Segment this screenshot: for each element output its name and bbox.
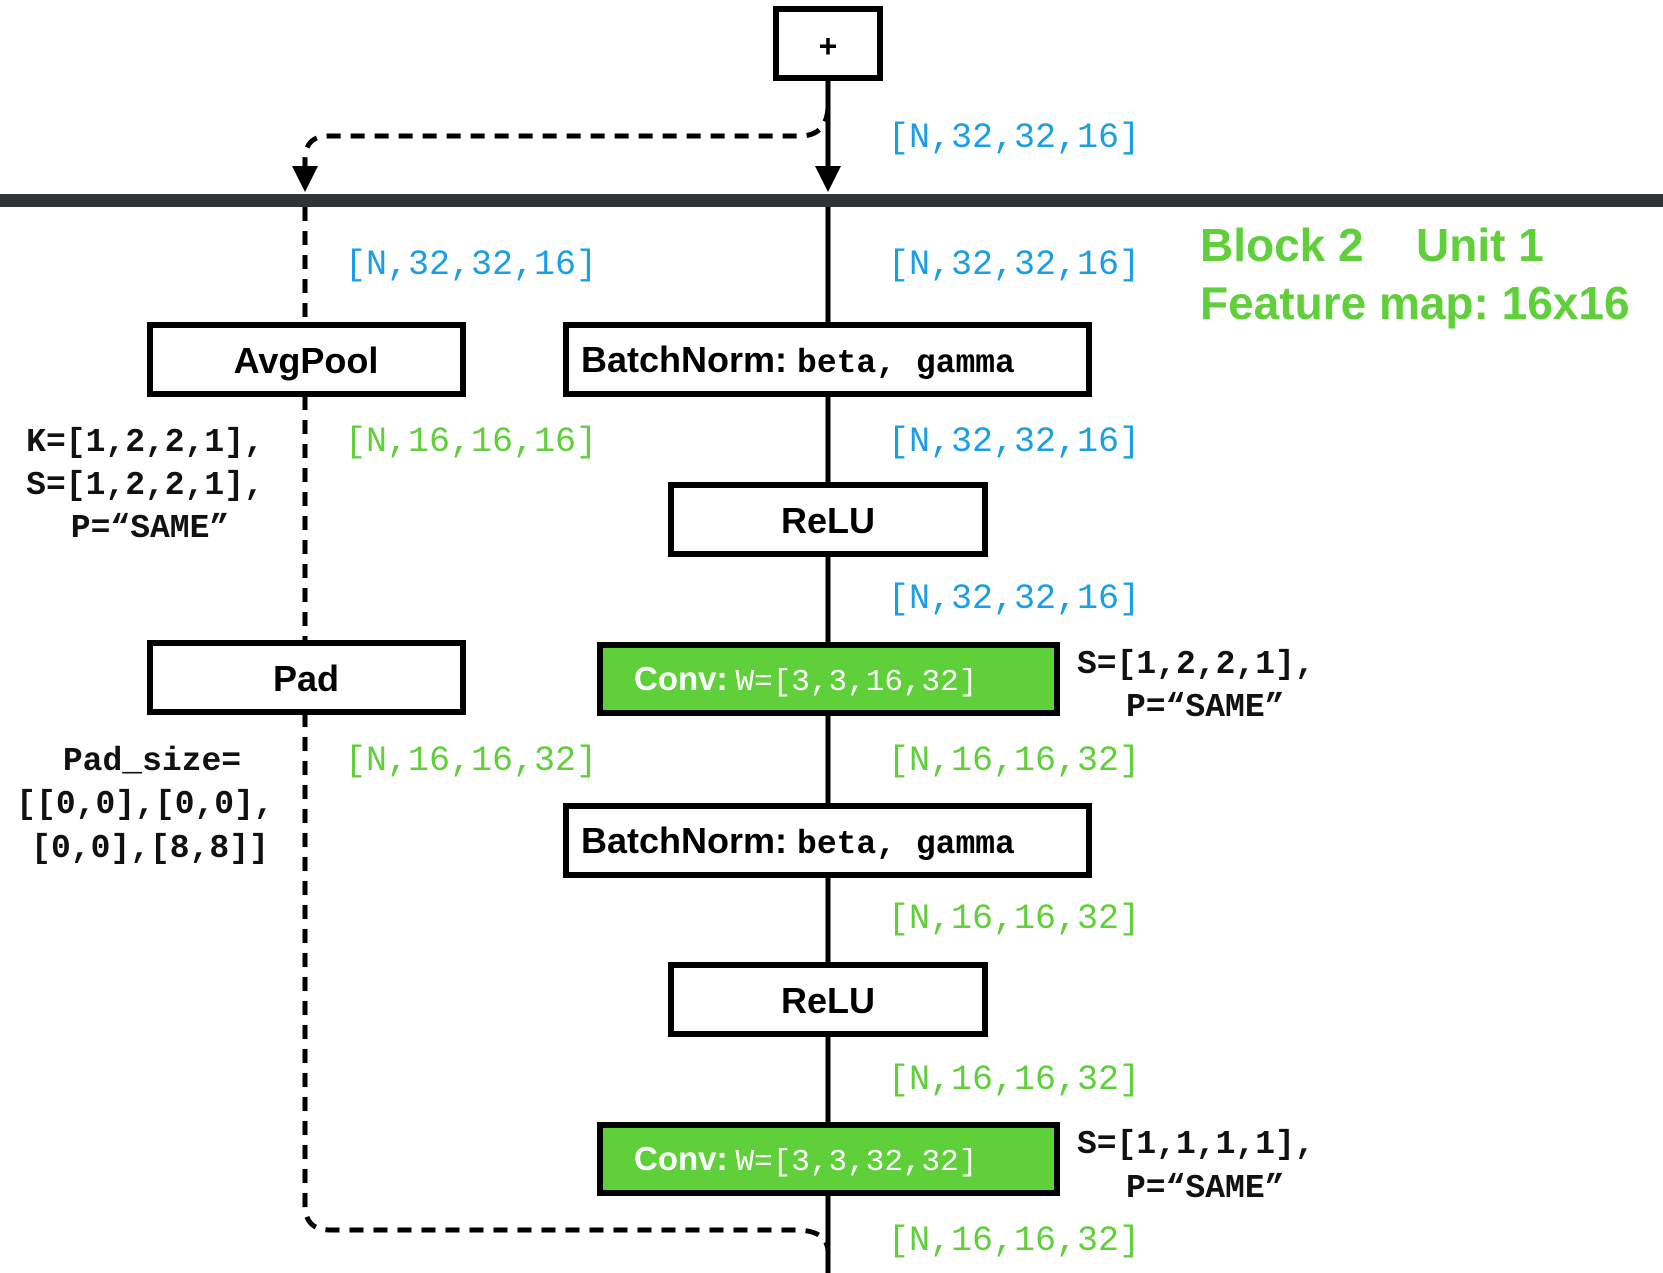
shortcut-arrowhead-top — [292, 166, 318, 192]
shape-after-pad: [N,16,16,32] — [345, 741, 597, 781]
pad-size-label: Pad_size= — [63, 743, 241, 780]
pad-size-row1: [[0,0],[0,0], — [16, 786, 273, 823]
shortcut-edge-top — [302, 107, 831, 172]
conv-1-params: W=[3,3,16,32] — [736, 665, 978, 700]
svg-text:Conv:W=[3,3,32,32]: Conv:W=[3,3,32,32] — [634, 1140, 977, 1180]
conv-1-label: Conv: — [634, 660, 728, 697]
shape-main-in: [N,32,32,16] — [888, 245, 1140, 285]
unit-title: Block 2 Unit 1 Feature map: 16x16 — [1200, 219, 1630, 329]
title-feature-map: Feature map: 16x16 — [1200, 277, 1630, 329]
shape-after-bn2: [N,16,16,32] — [888, 899, 1140, 939]
conv-1-padding: P=“SAME” — [1126, 689, 1284, 726]
shortcut-edge-3 — [302, 713, 831, 1251]
shape-after-avgpool: [N,16,16,16] — [345, 422, 597, 462]
shape-after-conv2: [N,16,16,32] — [888, 1221, 1140, 1261]
unit-divider — [0, 194, 1663, 207]
conv-2-label: Conv: — [634, 1140, 728, 1177]
batchnorm-1-label: BatchNorm: — [581, 339, 787, 380]
avgpool-padding: P=“SAME” — [71, 510, 229, 547]
svg-text:BatchNorm:beta, gamma: BatchNorm: beta, gamma — [581, 820, 1015, 863]
svg-text:Conv:W=[3,3,16,32]: Conv:W=[3,3,16,32] — [634, 660, 977, 700]
relu-node-1: ReLU — [668, 482, 988, 557]
batchnorm-2-label: BatchNorm: — [581, 820, 787, 861]
svg-text:BatchNorm:beta, gamma: BatchNorm: beta, gamma — [581, 339, 1015, 382]
shape-after-relu2: [N,16,16,32] — [888, 1060, 1140, 1100]
conv-2-padding: P=“SAME” — [1126, 1170, 1284, 1207]
avgpool-label: AvgPool — [234, 340, 379, 381]
batchnorm-node-2: BatchNorm: beta, gamma — [563, 803, 1092, 878]
pad-size-row2: [0,0],[8,8]] — [31, 830, 269, 867]
title-unit: Unit 1 — [1416, 219, 1544, 271]
pad-label: Pad — [273, 658, 339, 699]
relu-2-label: ReLU — [781, 980, 875, 1021]
avgpool-node: AvgPool — [147, 322, 466, 397]
conv-node-1: Conv:W=[3,3,16,32] — [597, 642, 1060, 716]
main-arrowhead-top — [815, 166, 841, 192]
add-node: + — [773, 6, 883, 81]
title-block: Block 2 — [1200, 219, 1364, 271]
shape-after-bn1: [N,32,32,16] — [888, 422, 1140, 462]
batchnorm-2-params: beta, gamma — [797, 826, 1015, 863]
conv-1-stride: S=[1,2,2,1], — [1077, 646, 1315, 683]
batchnorm-1-params: beta, gamma — [797, 345, 1015, 382]
shape-after-relu1: [N,32,32,16] — [888, 579, 1140, 619]
relu-1-label: ReLU — [781, 500, 875, 541]
conv-2-stride: S=[1,1,1,1], — [1077, 1126, 1315, 1163]
avgpool-stride: S=[1,2,2,1], — [26, 467, 264, 504]
pad-node: Pad — [147, 640, 466, 715]
shape-after-conv1: [N,16,16,32] — [888, 741, 1140, 781]
relu-node-2: ReLU — [668, 962, 988, 1037]
batchnorm-node-1: BatchNorm: beta, gamma — [563, 322, 1092, 397]
shape-top-main: [N,32,32,16] — [888, 118, 1140, 158]
avgpool-kernel: K=[1,2,2,1], — [26, 424, 264, 461]
conv-2-params: W=[3,3,32,32] — [736, 1145, 978, 1180]
add-node-label: + — [819, 28, 838, 64]
conv-node-2: Conv:W=[3,3,32,32] — [597, 1122, 1060, 1196]
shape-shortcut-in: [N,32,32,16] — [345, 245, 597, 285]
